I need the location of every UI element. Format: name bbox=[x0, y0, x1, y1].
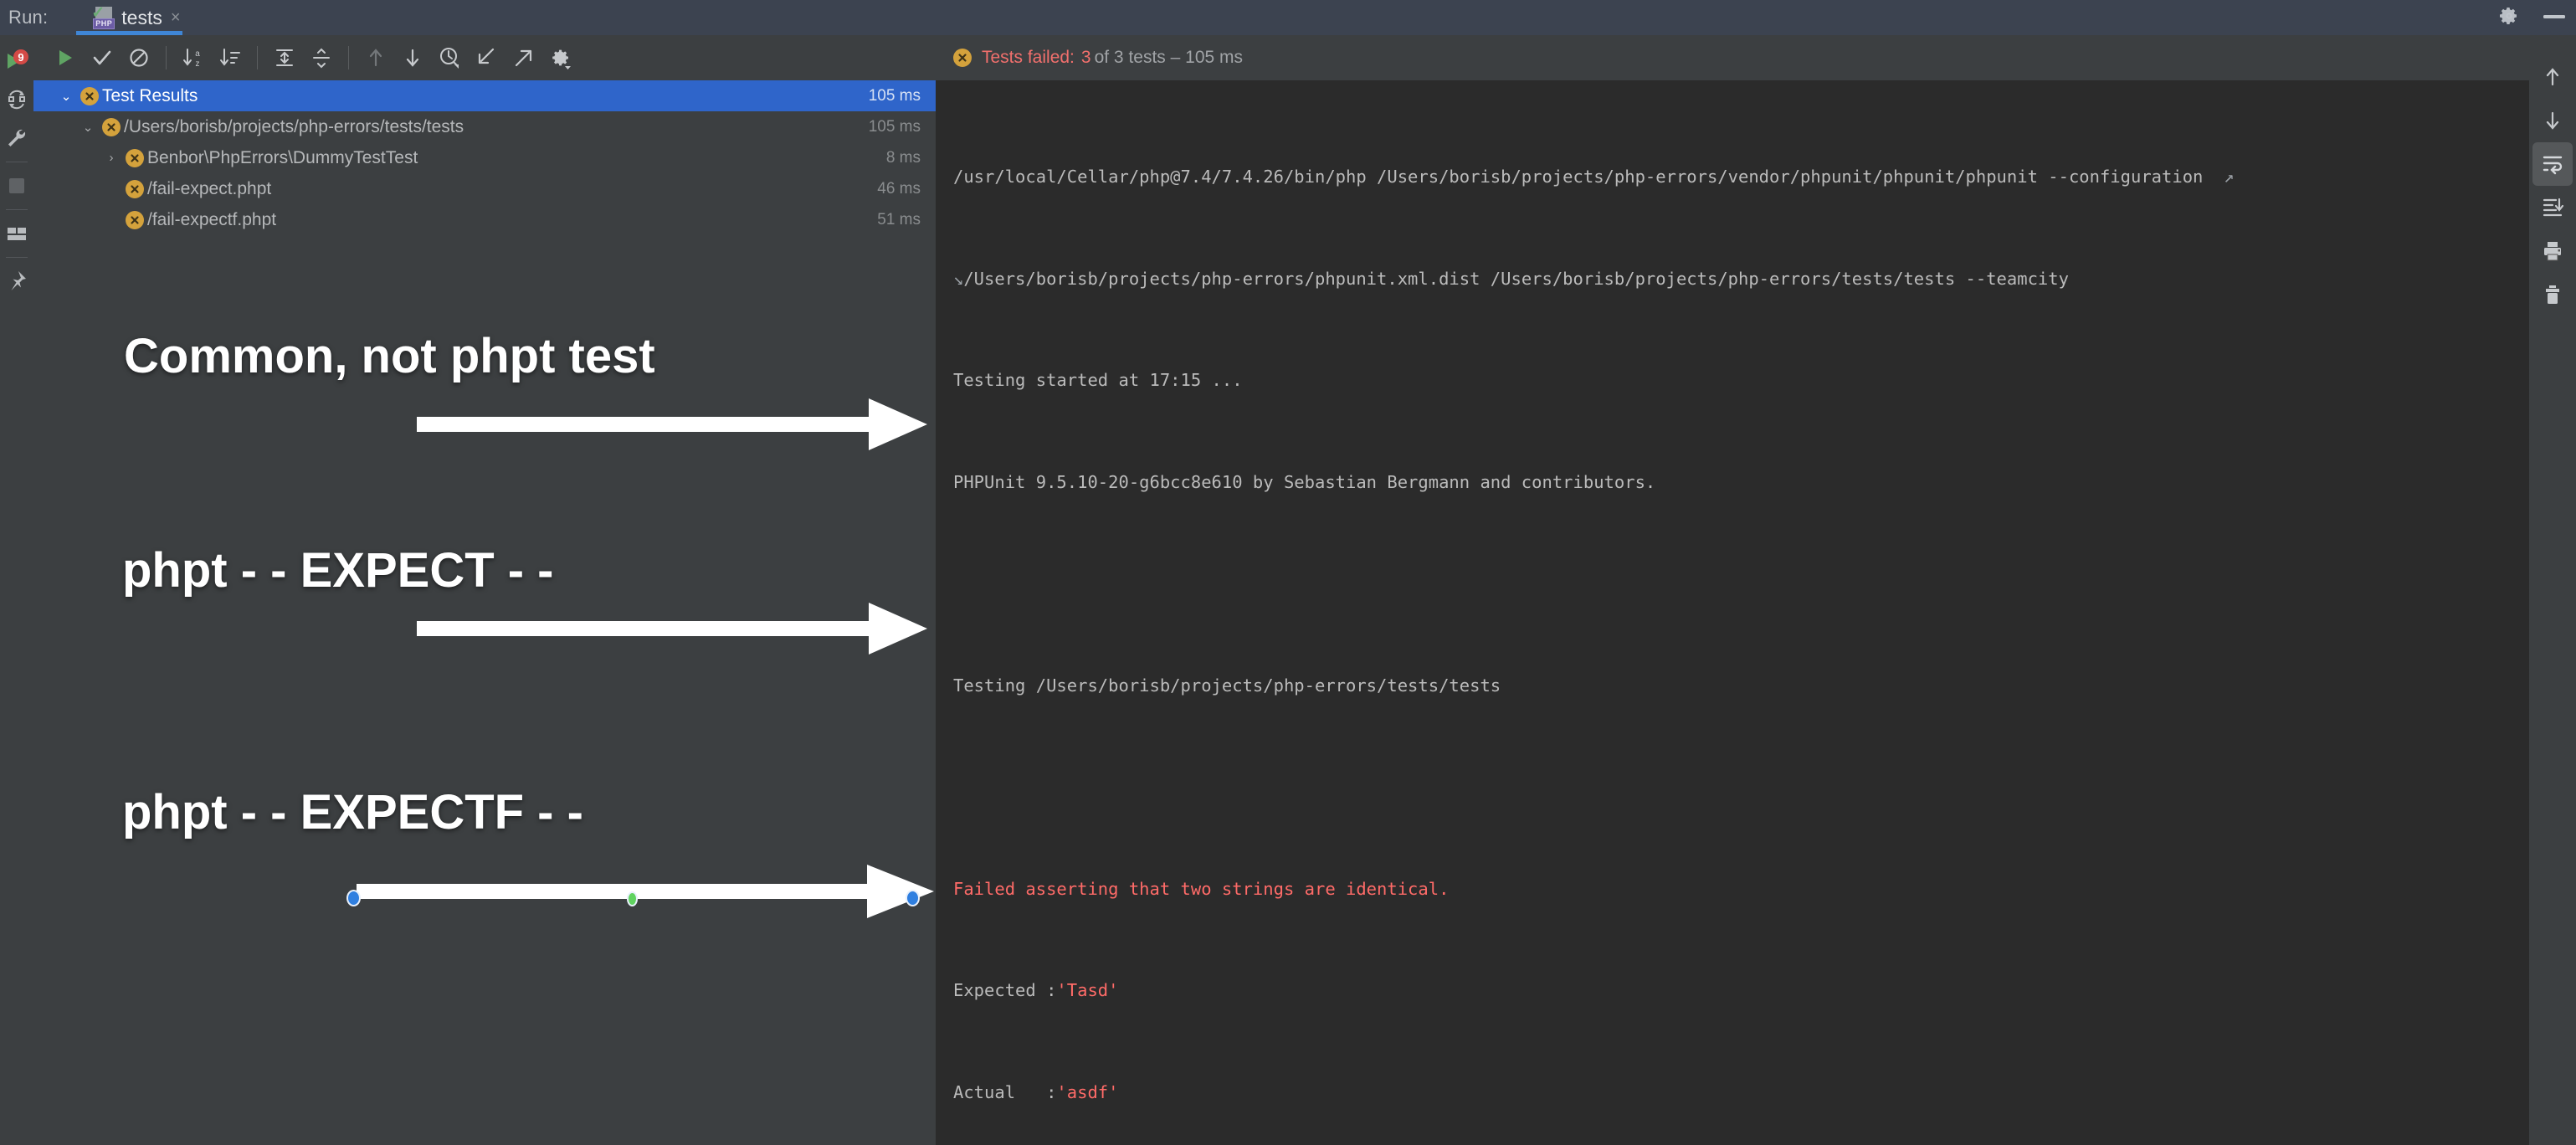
console-error-identical: Failed asserting that two strings are id… bbox=[953, 878, 1450, 899]
gear-icon[interactable] bbox=[2499, 6, 2519, 30]
layout-icon[interactable] bbox=[0, 214, 33, 253]
next-failed-button[interactable] bbox=[394, 39, 431, 76]
minimize-icon[interactable] bbox=[2543, 10, 2566, 25]
toolbar-divider bbox=[257, 46, 258, 69]
console-command-line-2: ↘/Users/borisb/projects/php-errors/phpun… bbox=[953, 268, 2069, 289]
tree-row-duration: 105 ms bbox=[868, 86, 921, 105]
tree-row-tests-dir[interactable]: ⌄ /Users/borisb/projects/php-errors/test… bbox=[33, 111, 936, 142]
refresh-square-icon[interactable] bbox=[0, 80, 33, 119]
wrench-icon[interactable] bbox=[0, 119, 33, 157]
tree-row-duration: 51 ms bbox=[877, 210, 921, 228]
sort-duration-icon[interactable] bbox=[212, 39, 249, 76]
console-line-testing-started: Testing started at 17:15 ... bbox=[953, 370, 1243, 390]
chevron-down-icon[interactable]: ⌄ bbox=[82, 120, 94, 135]
actual-value: 'asdf' bbox=[1056, 1081, 1119, 1102]
test-status-bar: Tests failed: 3 of 3 tests – 105 ms bbox=[938, 35, 2529, 80]
failed-icon bbox=[77, 86, 102, 105]
scroll-to-end-button[interactable] bbox=[2532, 186, 2573, 229]
wrap-marker-icon: ↘ bbox=[953, 268, 964, 289]
svg-text:z: z bbox=[196, 59, 200, 69]
scroll-down-button[interactable] bbox=[2532, 99, 2573, 142]
console-output[interactable]: /usr/local/Cellar/php@7.4/7.4.26/bin/php… bbox=[938, 80, 2529, 1145]
tree-row-fail-expectf[interactable]: /fail-expectf.phpt 51 ms bbox=[33, 204, 936, 235]
run-label: Run: bbox=[8, 7, 49, 28]
console-line-testing-path: Testing /Users/borisb/projects/php-error… bbox=[953, 675, 1501, 696]
toolbar-divider bbox=[166, 46, 167, 69]
previous-failed-button[interactable] bbox=[357, 39, 394, 76]
title-bar: Run: ✓ PHP tests × bbox=[0, 0, 2576, 35]
status-summary: of 3 tests – 105 ms bbox=[1094, 48, 1244, 67]
status-failed-label: Tests failed: bbox=[982, 48, 1075, 67]
tree-row-label: Test Results bbox=[102, 85, 198, 105]
chevron-down-icon[interactable]: ⌄ bbox=[60, 89, 72, 104]
failed-icon bbox=[122, 179, 147, 198]
status-failed-count: 3 bbox=[1080, 48, 1091, 67]
trash-icon[interactable] bbox=[2532, 273, 2573, 316]
php-test-icon: ✓ PHP bbox=[91, 5, 115, 29]
wrap-marker-icon: ↗ bbox=[2203, 167, 2235, 187]
show-passed-button[interactable] bbox=[84, 39, 121, 76]
import-tests-button[interactable] bbox=[468, 39, 505, 76]
tree-row-duration: 105 ms bbox=[868, 117, 921, 136]
window-buttons bbox=[2499, 0, 2566, 35]
collapse-all-icon[interactable] bbox=[303, 39, 340, 76]
tab-tests[interactable]: ✓ PHP tests × bbox=[76, 0, 193, 35]
expand-all-icon[interactable] bbox=[266, 39, 303, 76]
actual-label: Actual : bbox=[953, 1081, 1057, 1102]
show-ignored-button[interactable] bbox=[121, 39, 157, 76]
console-panel: Tests failed: 3 of 3 tests – 105 ms /usr… bbox=[938, 35, 2529, 1145]
gutter-divider bbox=[6, 209, 28, 210]
failed-icon bbox=[122, 210, 147, 229]
export-tests-button[interactable] bbox=[505, 39, 541, 76]
console-blank-line bbox=[953, 567, 2529, 601]
console-toolbar bbox=[2529, 35, 2576, 1145]
tree-row-fail-expect[interactable]: /fail-expect.phpt 46 ms bbox=[33, 173, 936, 204]
tree-row-label: /Users/borisb/projects/php-errors/tests/… bbox=[124, 116, 464, 136]
tree-row-label: /fail-expectf.phpt bbox=[147, 209, 277, 229]
tree-row-label: Benbor\PhpErrors\DummyTestTest bbox=[147, 147, 418, 167]
test-results-tree[interactable]: ⌄ Test Results 105 ms ⌄ /Users/borisb/pr… bbox=[33, 80, 936, 1145]
tree-row-duration: 46 ms bbox=[877, 179, 921, 198]
pin-icon[interactable] bbox=[0, 262, 33, 300]
tab-label: tests bbox=[121, 6, 162, 28]
console-expected-line: Expected :'Tasd' bbox=[953, 973, 2529, 1008]
expected-value: 'Tasd' bbox=[1056, 980, 1119, 1000]
close-icon[interactable]: × bbox=[170, 8, 181, 27]
test-history-button[interactable] bbox=[431, 39, 468, 76]
console-actual-line: Actual :'asdf' bbox=[953, 1076, 2529, 1110]
scroll-up-button[interactable] bbox=[2532, 55, 2573, 99]
expected-label: Expected : bbox=[953, 980, 1057, 1000]
print-button[interactable] bbox=[2532, 229, 2573, 273]
tree-row-dummy-test[interactable]: › Benbor\PhpErrors\DummyTestTest 8 ms bbox=[33, 142, 936, 173]
play-breakpoint-icon[interactable]: 9 bbox=[0, 42, 33, 80]
gutter-divider bbox=[6, 257, 28, 258]
panel-splitter[interactable] bbox=[936, 80, 938, 1145]
chevron-right-icon[interactable]: › bbox=[109, 151, 114, 165]
tree-row-label: /fail-expect.phpt bbox=[147, 178, 272, 198]
svg-text:a: a bbox=[195, 49, 200, 59]
rerun-button[interactable] bbox=[47, 39, 84, 76]
toolbar-divider bbox=[348, 46, 349, 69]
settings-button[interactable] bbox=[541, 39, 578, 76]
failed-icon bbox=[122, 148, 147, 167]
console-line-phpunit-version: PHPUnit 9.5.10-20-g6bcc8e610 by Sebastia… bbox=[953, 471, 1656, 492]
tree-row-test-results[interactable]: ⌄ Test Results 105 ms bbox=[33, 80, 936, 111]
tree-row-duration: 8 ms bbox=[885, 148, 921, 167]
soft-wrap-button[interactable] bbox=[2532, 142, 2573, 186]
stop-square-icon[interactable] bbox=[0, 167, 33, 205]
failed-icon bbox=[953, 49, 972, 67]
console-command-line-1: /usr/local/Cellar/php@7.4/7.4.26/bin/php… bbox=[953, 167, 2235, 187]
console-blank-line bbox=[953, 770, 2529, 804]
svg-text:9: 9 bbox=[18, 51, 23, 64]
php-badge-label: PHP bbox=[93, 18, 115, 29]
failed-icon bbox=[99, 117, 124, 136]
left-gutter: 9 bbox=[0, 35, 33, 1145]
